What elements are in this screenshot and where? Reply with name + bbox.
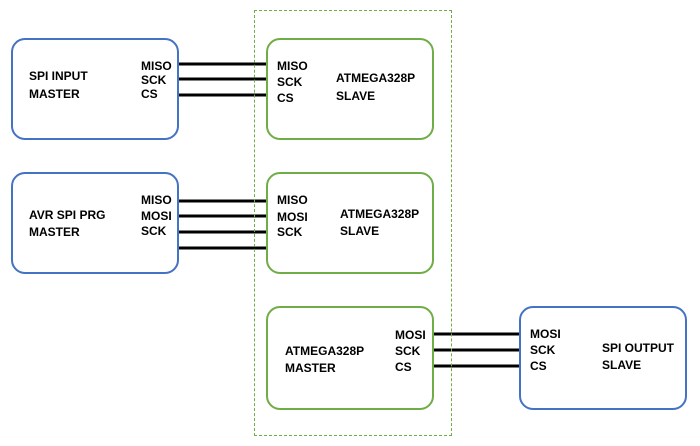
pin-label-mosi: MOSI: [141, 209, 172, 223]
pin-label-mosi: MOSI: [277, 210, 308, 224]
pin-label-miso: MISO: [141, 193, 172, 207]
pin-label-miso: MISO: [141, 59, 172, 73]
pin-label-sck: SCK: [395, 344, 421, 358]
pin-label-sck: SCK: [141, 224, 167, 238]
pin-label-mosi: MOSI: [395, 328, 426, 342]
block-role: SLAVE: [336, 89, 376, 103]
block-name: ATMEGA328P: [336, 71, 416, 85]
block-name: AVR SPI PRG: [29, 208, 106, 222]
atmega-master-block: ATMEGA328P MASTER MOSI SCK CS: [266, 306, 434, 410]
spi-output-slave-block: MOSI SCK CS SPI OUTPUT SLAVE: [519, 306, 687, 410]
block-role: MASTER: [29, 87, 80, 101]
pin-label-sck: SCK: [277, 225, 303, 239]
pin-label-mosi: MOSI: [530, 327, 561, 341]
block-role: MASTER: [285, 361, 336, 375]
pin-label-sck: SCK: [141, 73, 167, 87]
pin-label-cs: CS: [530, 359, 547, 373]
block-name: ATMEGA328P: [340, 207, 420, 221]
slave-group-dashed-border: [254, 10, 452, 436]
block-role: SLAVE: [340, 224, 380, 238]
pin-label-miso: MISO: [277, 59, 308, 73]
block-name: SPI OUTPUT: [602, 341, 675, 355]
avr-spi-programmer-block: AVR SPI PRG MASTER MISO MOSI SCK: [11, 172, 179, 274]
block-role: SLAVE: [602, 358, 642, 372]
pin-label-cs: CS: [277, 91, 294, 105]
spi-input-master-block: SPI INPUT MASTER MISO SCK CS: [11, 38, 179, 140]
block-name: SPI INPUT: [29, 69, 88, 83]
pin-label-sck: SCK: [530, 343, 556, 357]
pin-label-cs: CS: [141, 87, 158, 101]
block-role: MASTER: [29, 225, 80, 239]
pin-label-miso: MISO: [277, 193, 308, 207]
atmega-slave-2-block: MISO MOSI SCK ATMEGA328P SLAVE: [266, 172, 434, 274]
atmega-slave-1-block: MISO SCK CS ATMEGA328P SLAVE: [266, 38, 434, 140]
pin-label-sck: SCK: [277, 75, 303, 89]
block-name: ATMEGA328P: [285, 344, 365, 358]
pin-label-cs: CS: [395, 360, 412, 374]
